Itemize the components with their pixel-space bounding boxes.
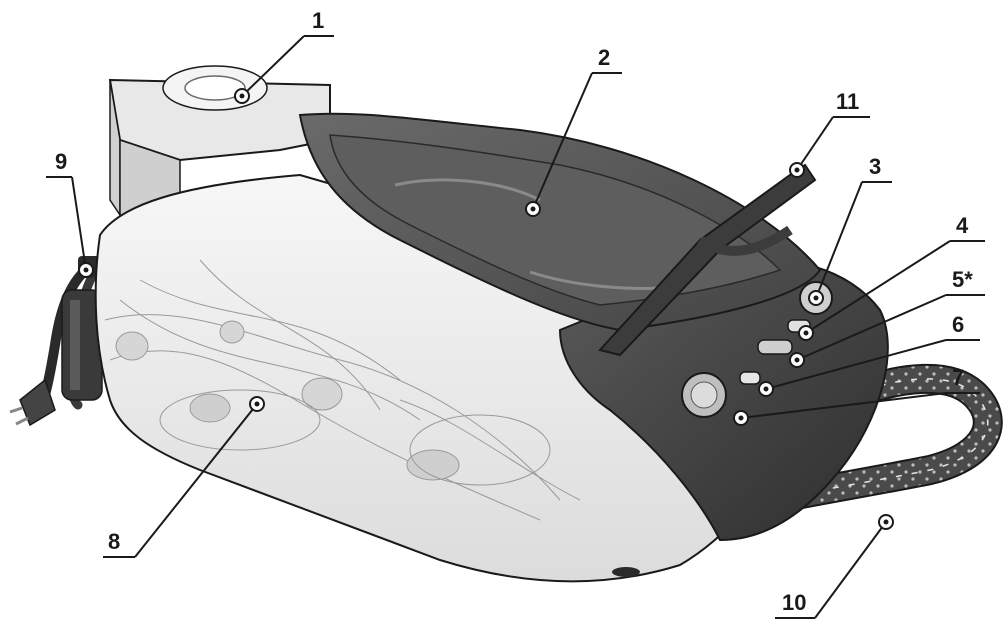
callout-11: 11 (789, 89, 870, 178)
callout-label-3: 3 (869, 154, 881, 179)
calc-button[interactable] (757, 339, 793, 355)
callout-label-9: 9 (55, 149, 67, 174)
callout-10: 10 (775, 514, 894, 619)
callout-2: 2 (525, 45, 622, 217)
callout-1: 1 (234, 8, 334, 104)
carry-handle (598, 163, 817, 357)
callout-label-2: 2 (598, 45, 610, 70)
callout-3: 3 (808, 154, 892, 306)
callout-5: 5* (789, 267, 985, 368)
callout-label-5: 5* (952, 267, 973, 292)
foot (612, 567, 640, 577)
callout-9: 9 (46, 149, 94, 278)
callout-label-10: 10 (782, 590, 806, 615)
callout-label-8: 8 (108, 529, 120, 554)
indicator-lamp (739, 371, 761, 385)
callout-label-7: 7 (952, 365, 964, 390)
callout-label-6: 6 (952, 312, 964, 337)
callout-6: 6 (758, 312, 980, 397)
callout-8: 8 (103, 396, 265, 558)
callout-7: 7 (733, 365, 980, 426)
callout-4: 4 (798, 213, 985, 341)
callout-label-1: 1 (312, 8, 324, 33)
power-cord-plug (9, 256, 105, 427)
steam-station-body (9, 65, 1003, 583)
callout-label-11: 11 (836, 89, 859, 114)
water-tank (108, 65, 331, 218)
decorative-pattern (104, 259, 581, 521)
callout-label-4: 4 (956, 213, 969, 238)
